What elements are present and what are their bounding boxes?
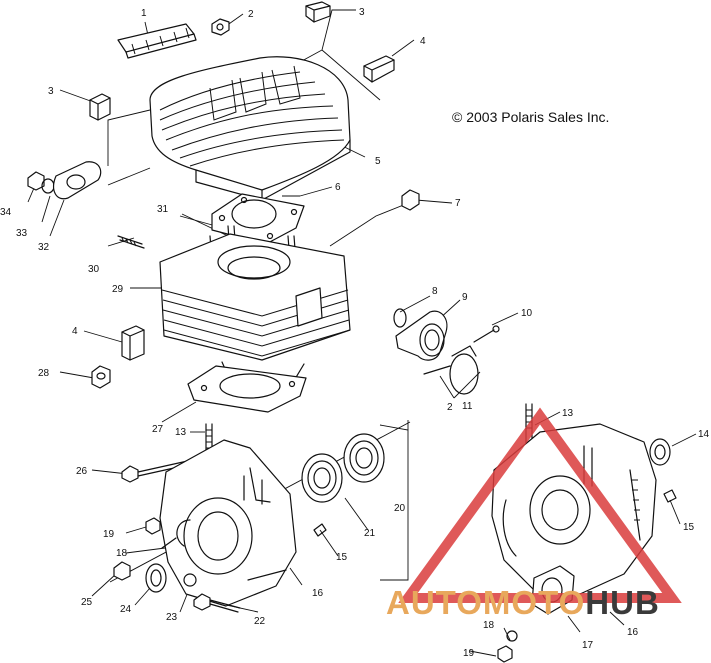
watermark-triangle-shape: [398, 407, 682, 603]
callout-5: 5: [375, 156, 381, 167]
part-16-crankcase-right: [491, 423, 657, 595]
callout-14: 14: [698, 429, 710, 440]
callout-7: 7: [455, 198, 461, 209]
callout-6: 6: [335, 182, 341, 193]
callout-16b: 16: [627, 627, 639, 638]
callout-3b: 3: [48, 86, 54, 97]
callout-4: 4: [420, 36, 426, 47]
part-21-bearing: [301, 453, 343, 503]
callout-10: 10: [521, 308, 533, 319]
part-4-mount-block-lower: [121, 325, 145, 361]
part-25-nut: [113, 561, 131, 581]
callout-17: 17: [582, 640, 594, 651]
part-20-bearing: [343, 433, 385, 483]
callout-4b: 4: [72, 326, 78, 337]
callout-23: 23: [166, 612, 178, 623]
watermark-word-hub: HUB: [585, 584, 660, 621]
part-7-nut: [401, 189, 420, 211]
part-10-screw: [473, 325, 500, 343]
part-32-gasket: [53, 161, 102, 200]
callout-2: 2: [248, 9, 254, 20]
callout-22: 22: [254, 616, 266, 627]
part-3-mount-block-left: [89, 93, 111, 121]
part-11-clamp: [423, 345, 479, 395]
callout-32: 32: [38, 242, 50, 253]
callout-26: 26: [76, 466, 88, 477]
part-18-washer: [161, 537, 177, 549]
watermark-word-auto: AUTO: [386, 584, 483, 621]
part-30-stud: [117, 235, 145, 249]
part-8-o-ring: [393, 308, 407, 328]
callout-13: 13: [175, 427, 187, 438]
watermark-text: AUTOMOTOHUB: [386, 584, 660, 621]
callout-15b: 15: [683, 522, 695, 533]
callout-8: 8: [432, 286, 438, 297]
callout-3: 3: [359, 7, 365, 18]
part-3-mount-block: [305, 1, 331, 23]
callout-16: 16: [312, 588, 324, 599]
callout-13b: 13: [562, 408, 574, 419]
part-28-nut: [91, 365, 111, 389]
callout-28: 28: [38, 368, 50, 379]
part-1-gasket-strip: [117, 23, 197, 59]
callout-34: 34: [0, 207, 12, 218]
callout-labels: 1 2 3 3 4 5 6 7 8 9 10 11 2 13 13 14 15 …: [0, 7, 710, 659]
part-16-crankcase-left: [159, 439, 297, 607]
callout-25: 25: [81, 597, 93, 608]
callout-33: 33: [16, 228, 28, 239]
callout-15: 15: [336, 552, 348, 563]
part-5-cylinder-head: [149, 56, 351, 201]
copyright-text: © 2003 Polaris Sales Inc.: [452, 109, 609, 125]
callout-20: 20: [394, 503, 406, 514]
part-19-nut: [145, 517, 161, 535]
part-18-washer-right: [506, 630, 518, 642]
part-2-nut: [211, 18, 230, 36]
part-15-dowel-right: [663, 489, 677, 503]
callout-18: 18: [116, 548, 128, 559]
callout-2b: 2: [447, 402, 453, 413]
callout-27: 27: [152, 424, 164, 435]
callout-21: 21: [364, 528, 376, 539]
callout-19: 19: [103, 529, 115, 540]
watermark-word-moto: MOTO: [483, 584, 585, 621]
part-9-intake-boot: [395, 310, 448, 361]
part-24-oil-seal: [145, 563, 167, 593]
callout-19b: 19: [463, 648, 475, 659]
callout-11: 11: [462, 401, 473, 412]
part-4-mount-block: [363, 55, 395, 83]
callout-31: 31: [157, 204, 169, 215]
callout-1: 1: [141, 8, 147, 19]
part-29-cylinder: [159, 233, 351, 385]
part-27-base-gasket: [187, 365, 307, 413]
part-22-bolt: [193, 593, 241, 613]
callout-30: 30: [88, 264, 100, 275]
part-14-oil-seal: [649, 438, 671, 466]
part-34-nut: [27, 171, 45, 191]
part-15-dowel: [313, 523, 327, 537]
part-19-nut-right: [497, 645, 513, 663]
callout-29: 29: [112, 284, 124, 295]
callout-18b: 18: [483, 620, 495, 631]
watermark-logo: AUTOMOTOHUB: [386, 407, 682, 621]
callout-24: 24: [120, 604, 132, 615]
part-6-head-gasket: [211, 193, 305, 245]
part-23-washer: [183, 573, 197, 587]
callout-9: 9: [462, 292, 468, 303]
